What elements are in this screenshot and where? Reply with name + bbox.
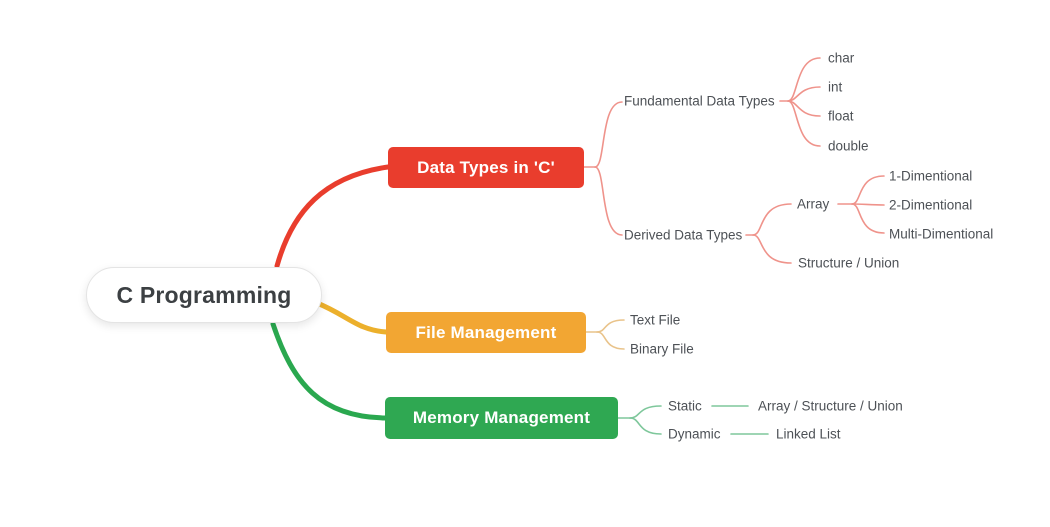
connector-to-2-dimentional [851,203,885,206]
node-2-dimentional[interactable]: 2-Dimentional [889,197,973,213]
root-node-c-programming[interactable]: C Programming [86,267,322,323]
branch-label: Memory Management [412,408,591,427]
root-node-label: C Programming [116,281,292,308]
branch-label: Data Types in 'C' [417,157,555,177]
node-double[interactable]: double [828,138,869,154]
connector-to-char [787,57,821,102]
branch-node-memory-management[interactable]: Memory Management [385,397,618,439]
connector-to-int [787,86,821,102]
connector-to-multi-dimentional [851,203,885,234]
connector-to-text-file [596,319,625,333]
connector-to-binary-file [596,331,625,350]
node-structure-union[interactable]: Structure / Union [798,255,900,271]
node-char[interactable]: char [828,50,855,66]
node-dynamic[interactable]: Dynamic [668,426,721,442]
node-linked-list[interactable]: Linked List [776,426,841,442]
connector-to-dynamic [629,417,662,435]
node-multi-dimentional[interactable]: Multi-Dimentional [889,226,994,242]
node-1-dimentional[interactable]: 1-Dimentional [889,168,973,184]
branch-label: File Management [415,322,557,342]
node-binary-file[interactable]: Binary File [630,341,694,357]
connector-to-static [629,405,662,419]
connector-to-derived [594,166,623,236]
node-int[interactable]: int [828,79,843,95]
connector-root-to-memory-management [270,321,388,421]
connector-to-array [752,203,792,236]
connector-to-1-dimentional [851,175,885,205]
branch-node-data-types[interactable]: Data Types in 'C' [388,147,584,188]
node-float[interactable]: float [828,108,854,124]
node-text-file[interactable]: Text File [630,312,681,328]
connector-to-structure-union [752,234,792,264]
connector-to-fundamental [594,101,623,168]
connector-to-double [787,100,821,147]
node-array-structure-union[interactable]: Array / Structure / Union [758,398,903,414]
connector-root-to-data-types [274,164,391,269]
node-derived-data-types[interactable]: Derived Data Types [624,227,743,243]
node-array[interactable]: Array [797,196,830,212]
connector-root-to-file-management [314,300,389,335]
branch-node-file-management[interactable]: File Management [386,312,586,353]
connector-to-float [787,100,821,117]
node-fundamental-data-types[interactable]: Fundamental Data Types [624,93,775,109]
node-static[interactable]: Static [668,398,702,414]
